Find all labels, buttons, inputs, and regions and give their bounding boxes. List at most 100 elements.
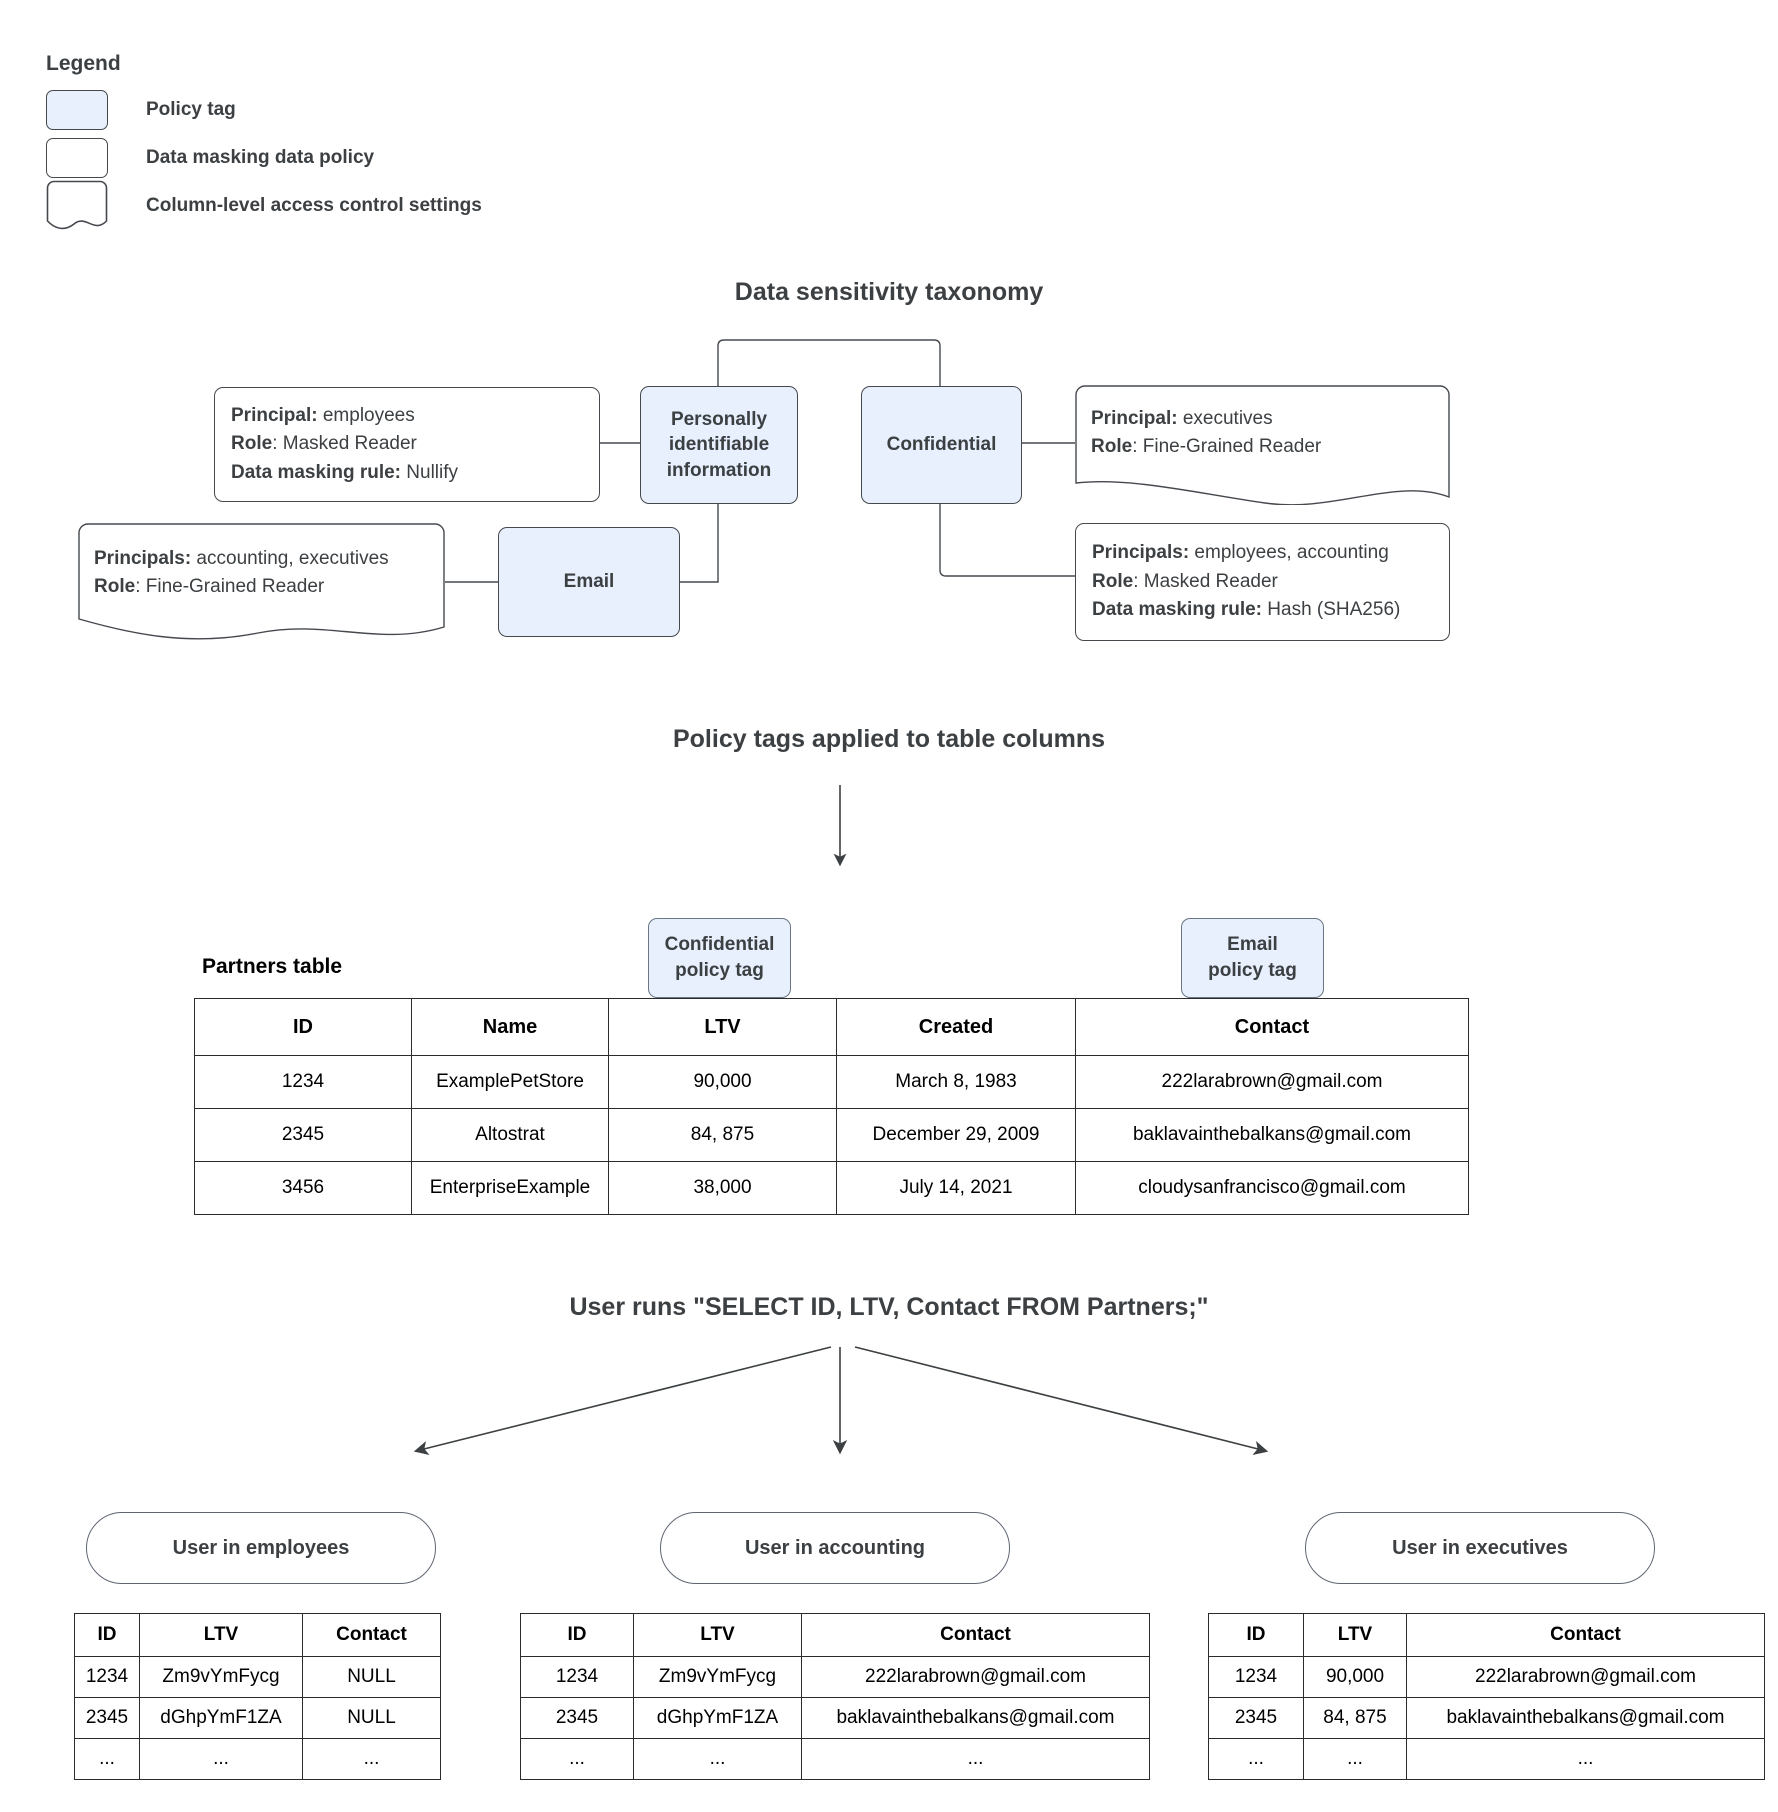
column-header-ltv: LTV xyxy=(633,1613,802,1657)
role-pill-employees: User in employees xyxy=(86,1512,436,1584)
data-masking-policy-confidential: Principals: employees, accounting Role: … xyxy=(1075,523,1450,641)
cell-ltv: 90,000 xyxy=(1303,1656,1407,1698)
table-row: 2345 Altostrat 84, 875 December 29, 2009… xyxy=(194,1108,1469,1162)
column-header-ltv: LTV xyxy=(608,998,837,1056)
legend-item-label: Policy tag xyxy=(146,99,236,120)
policy-rule-line: Data masking rule: Nullify xyxy=(231,461,459,483)
cell-ltv: 84, 875 xyxy=(608,1108,837,1162)
column-header-contact: Contact xyxy=(801,1613,1150,1657)
cell-id: 2345 xyxy=(1208,1697,1304,1739)
table-row: 3456 EnterpriseExample 38,000 July 14, 2… xyxy=(194,1161,1469,1215)
result-table-executives: ID LTV Contact 1234 90,000 222larabrown@… xyxy=(1208,1613,1765,1780)
column-header-contact: Contact xyxy=(1075,998,1469,1056)
cell-created: March 8, 1983 xyxy=(836,1055,1076,1109)
policy-tag-node-pii[interactable]: Personally identifiable information xyxy=(640,386,798,504)
column-header-id: ID xyxy=(194,998,412,1056)
column-policy-tag-email[interactable]: Email policy tag xyxy=(1181,918,1324,998)
partners-table: ID Name LTV Created Contact 1234 Example… xyxy=(194,998,1469,1215)
cell-contact: baklavainthebalkans@gmail.com xyxy=(1406,1697,1765,1739)
column-policy-tag-confidential[interactable]: Confidential policy tag xyxy=(648,918,791,998)
result-table-accounting: ID LTV Contact 1234 Zm9vYmFycg 222larabr… xyxy=(520,1613,1150,1780)
cell-ltv: ... xyxy=(1303,1738,1407,1780)
cell-created: July 14, 2021 xyxy=(836,1161,1076,1215)
table-row: 1234 Zm9vYmFycg NULL xyxy=(74,1656,441,1698)
cell-id: ... xyxy=(74,1738,140,1780)
cell-contact: NULL xyxy=(302,1656,441,1698)
policy-role-line: Role: Masked Reader xyxy=(231,433,417,455)
partners-table-caption: Partners table xyxy=(202,955,343,978)
table-row: 1234 ExamplePetStore 90,000 March 8, 198… xyxy=(194,1055,1469,1109)
cell-id: 2345 xyxy=(520,1697,634,1739)
table-row: 1234 Zm9vYmFycg 222larabrown@gmail.com xyxy=(520,1656,1150,1698)
policy-principal-line: Principals: employees, accounting xyxy=(1092,542,1389,564)
cell-ltv: 90,000 xyxy=(608,1055,837,1109)
table-header-row: ID Name LTV Created Contact xyxy=(194,998,1469,1056)
policy-tag-node-email[interactable]: Email xyxy=(498,527,680,637)
data-masking-swatch xyxy=(46,138,108,178)
cell-ltv: Zm9vYmFycg xyxy=(139,1656,303,1698)
taxonomy-section-title: Data sensitivity taxonomy xyxy=(734,278,1044,306)
role-pill-accounting: User in accounting xyxy=(660,1512,1010,1584)
cell-contact: baklavainthebalkans@gmail.com xyxy=(1075,1108,1469,1162)
cell-id: 2345 xyxy=(74,1697,140,1739)
policy-role-line: Role: Fine-Grained Reader xyxy=(1091,436,1322,457)
policy-tag-node-confidential[interactable]: Confidential xyxy=(861,386,1022,504)
cell-id: 2345 xyxy=(194,1108,412,1162)
legend-item-data-masking: Data masking data policy xyxy=(46,134,482,182)
cell-created: December 29, 2009 xyxy=(836,1108,1076,1162)
cell-contact: ... xyxy=(801,1738,1150,1780)
legend-item-policy-tag: Policy tag xyxy=(46,86,482,134)
cell-id: 1234 xyxy=(1208,1656,1304,1698)
column-access-control-email: Principals: accounting, executives Role:… xyxy=(78,523,445,641)
role-pill-executives: User in executives xyxy=(1305,1512,1655,1584)
table-row: 2345 dGhpYmF1ZA baklavainthebalkans@gmai… xyxy=(520,1697,1150,1739)
table-row: 2345 dGhpYmF1ZA NULL xyxy=(74,1697,441,1739)
wavy-box-icon xyxy=(46,180,108,230)
cell-ltv: Zm9vYmFycg xyxy=(633,1656,802,1698)
column-header-ltv: LTV xyxy=(139,1613,303,1657)
table-header-row: ID LTV Contact xyxy=(74,1613,441,1657)
cell-contact: NULL xyxy=(302,1697,441,1739)
column-header-id: ID xyxy=(74,1613,140,1657)
column-tag-label: Email policy tag xyxy=(1208,934,1297,981)
cell-contact: 222larabrown@gmail.com xyxy=(1406,1656,1765,1698)
acl-text-block: Principals: accounting, executives Role:… xyxy=(78,523,445,623)
table-row: ... ... ... xyxy=(74,1738,441,1780)
table-row: 1234 90,000 222larabrown@gmail.com xyxy=(1208,1656,1765,1698)
applied-section-title: Policy tags applied to table columns xyxy=(672,725,1106,753)
cell-ltv: dGhpYmF1ZA xyxy=(633,1697,802,1739)
column-access-control-confidential: Principal: executives Role: Fine-Grained… xyxy=(1075,385,1450,505)
legend-title: Legend xyxy=(46,52,121,75)
column-header-id: ID xyxy=(520,1613,634,1657)
table-row: 2345 84, 875 baklavainthebalkans@gmail.c… xyxy=(1208,1697,1765,1739)
partners-table-wrapper: ID Name LTV Created Contact 1234 Example… xyxy=(194,998,1469,1215)
column-header-contact: Contact xyxy=(302,1613,441,1657)
legend-item-label: Column-level access control settings xyxy=(146,195,482,216)
policy-role-line: Role: Fine-Grained Reader xyxy=(94,576,325,597)
table-row: ... ... ... xyxy=(1208,1738,1765,1780)
cell-name: ExamplePetStore xyxy=(411,1055,609,1109)
cell-ltv: dGhpYmF1ZA xyxy=(139,1697,303,1739)
cell-id: 1234 xyxy=(194,1055,412,1109)
policy-principal-line: Principal: employees xyxy=(231,404,415,426)
legend: Legend Policy tag Data masking data poli… xyxy=(46,52,482,230)
result-table-accounting-wrapper: ID LTV Contact 1234 Zm9vYmFycg 222larabr… xyxy=(520,1613,1150,1780)
table-header-row: ID LTV Contact xyxy=(520,1613,1150,1657)
cell-name: Altostrat xyxy=(411,1108,609,1162)
column-header-created: Created xyxy=(836,998,1076,1056)
cell-ltv: 38,000 xyxy=(608,1161,837,1215)
policy-principal-line: Principal: executives xyxy=(1091,407,1273,429)
result-table-executives-wrapper: ID LTV Contact 1234 90,000 222larabrown@… xyxy=(1208,1613,1765,1780)
legend-item-label: Data masking data policy xyxy=(146,147,375,168)
data-masking-policy-pii: Principal: employees Role: Masked Reader… xyxy=(214,387,600,502)
cell-contact: ... xyxy=(1406,1738,1765,1780)
cell-id: 1234 xyxy=(520,1656,634,1698)
column-tag-label: Confidential policy tag xyxy=(664,934,775,981)
cell-id: 3456 xyxy=(194,1161,412,1215)
table-row: ... ... ... xyxy=(520,1738,1150,1780)
policy-tag-swatch xyxy=(46,90,108,130)
cell-contact: baklavainthebalkans@gmail.com xyxy=(801,1697,1150,1739)
column-header-contact: Contact xyxy=(1406,1613,1765,1657)
policy-role-line: Role: Masked Reader xyxy=(1092,570,1278,592)
cell-contact: cloudysanfrancisco@gmail.com xyxy=(1075,1161,1469,1215)
